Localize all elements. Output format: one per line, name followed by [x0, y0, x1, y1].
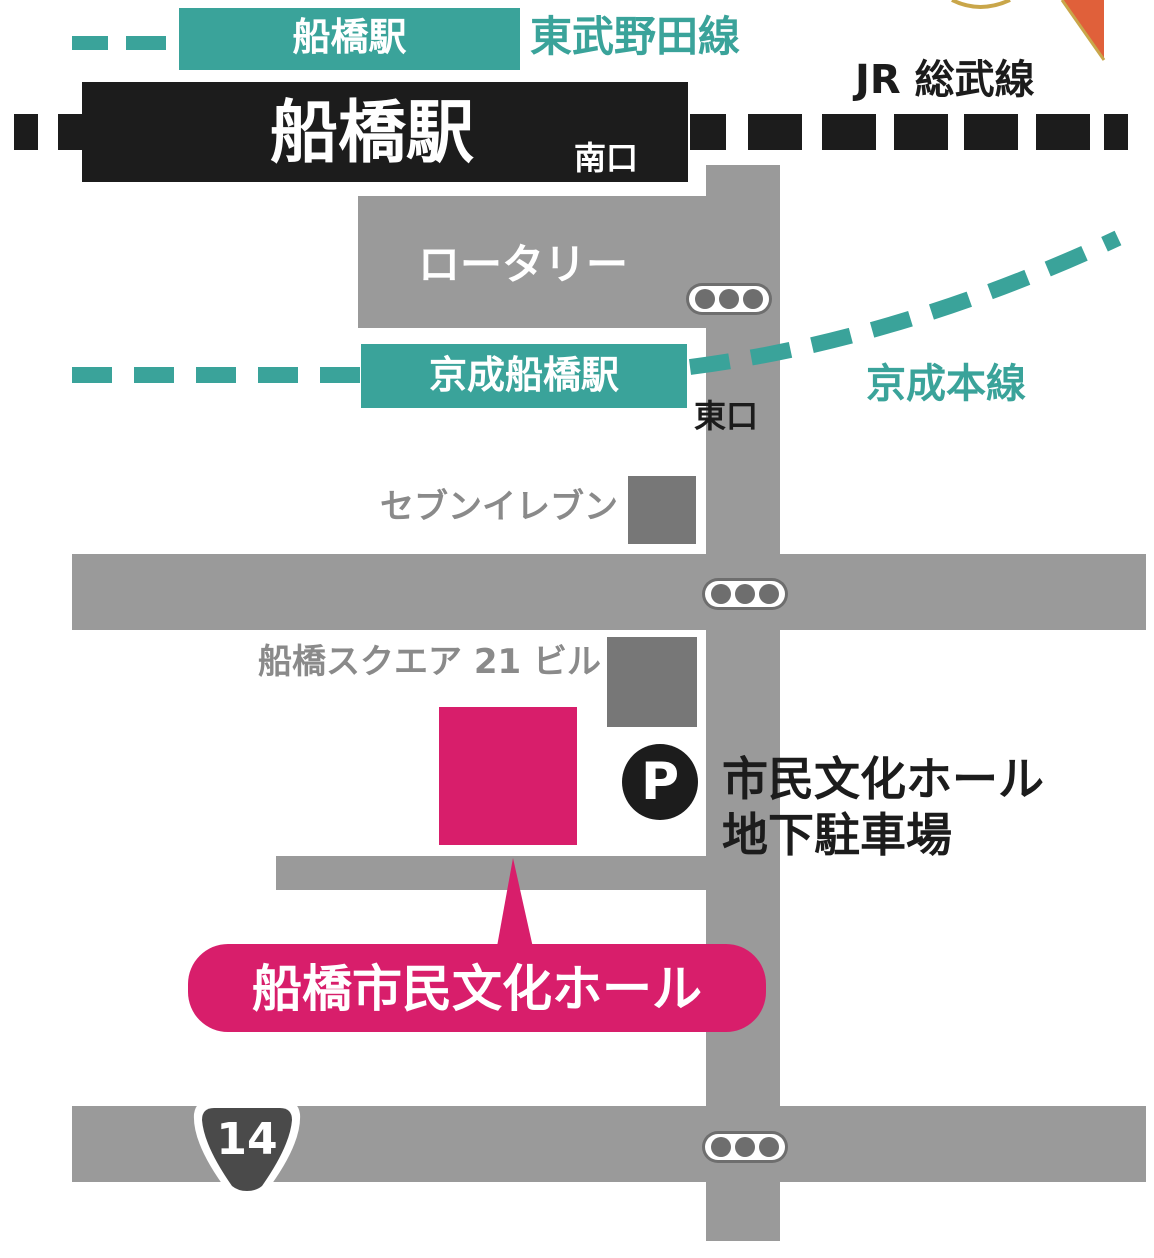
side-street: [276, 856, 708, 890]
square21-building: [607, 637, 697, 727]
parking-label-line1: 市民文化ホール: [722, 752, 1044, 806]
venue-callout-pointer: [496, 858, 534, 952]
jr-line-dash: [14, 114, 38, 150]
jr-line-dash: [964, 114, 1018, 150]
parking-icon: P: [622, 744, 698, 820]
tobu-line-dash: [72, 36, 108, 50]
tobu-line-label: 東武野田線: [530, 12, 741, 61]
jr-line-dash: [1036, 114, 1090, 150]
venue-callout: [188, 944, 766, 1032]
corner-decoration: [951, 0, 1106, 61]
rotary-area: [358, 196, 708, 328]
route-number-label: 14: [216, 1114, 278, 1165]
rotary-label: ロータリー: [417, 240, 628, 289]
keisei-station-box: [361, 344, 687, 408]
cross-road-middle: [72, 554, 1146, 630]
jr-south-exit-label: 南口: [574, 139, 639, 177]
tobu-station-box: [179, 8, 520, 70]
traffic-light-icon-inner: [705, 1134, 785, 1160]
jr-line-dash: [690, 114, 726, 150]
traffic-light-icon-inner: [689, 286, 769, 312]
seven-eleven-label: セブンイレブン: [380, 487, 618, 527]
parking-label-line2: 地下駐車場: [722, 808, 952, 862]
traffic-light-icon-inner: [705, 581, 785, 607]
jr-station-box: [82, 82, 688, 182]
main-road-vertical: [706, 165, 780, 1241]
parking-symbol: P: [640, 752, 680, 812]
tobu-station-label: 船橋駅: [292, 15, 407, 59]
keisei-east-exit-label: 東口: [694, 397, 759, 435]
seven-eleven-building: [628, 476, 696, 544]
jr-line-dash: [894, 114, 948, 150]
venue-building: [439, 707, 577, 845]
jr-line-dash: [1104, 114, 1128, 150]
keisei-line-label: 京成本線: [866, 361, 1026, 407]
jr-line-label: JR 総武線: [855, 57, 1035, 103]
jr-station-label: 船橋駅: [270, 94, 475, 173]
venue-label: 船橋市民文化ホール: [252, 960, 702, 1018]
jr-line-dash: [748, 114, 802, 150]
tobu-line-dash: [126, 36, 166, 50]
keisei-station-label: 京成船橋駅: [428, 353, 619, 397]
square21-label: 船橋スクエア 21 ビル: [258, 642, 601, 682]
national-route-shield-icon: [193, 1100, 301, 1198]
jr-line-dash: [822, 114, 876, 150]
keisei-line: [72, 230, 1122, 383]
